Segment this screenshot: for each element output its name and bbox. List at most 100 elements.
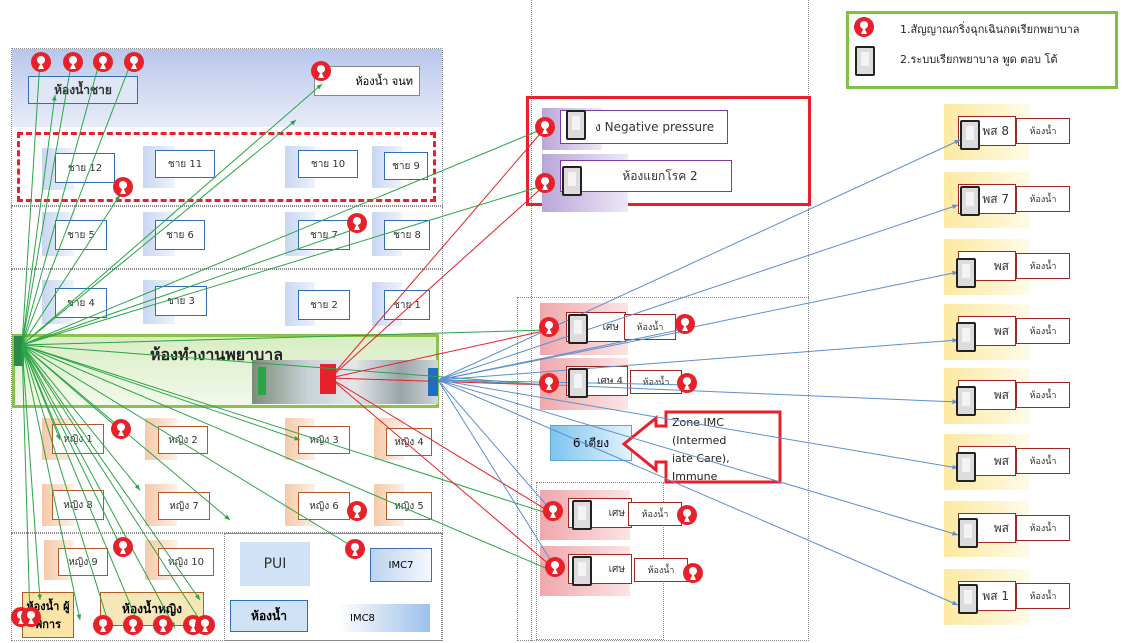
- wire: [21, 59, 101, 346]
- wire: [437, 379, 959, 536]
- emergency-call-bell-icon[interactable]: [538, 372, 560, 396]
- intercom-panel-icon[interactable]: [960, 186, 980, 216]
- imc7-room[interactable]: IMC7: [370, 548, 432, 582]
- wire: [21, 94, 56, 346]
- emergency-call-bell-icon[interactable]: [123, 51, 145, 75]
- patient-room-toilet[interactable]: ห้องน้ำ: [1016, 515, 1070, 541]
- bed-male-5[interactable]: ชาย 5: [55, 220, 107, 250]
- wire: [329, 377, 559, 573]
- bed-female-5[interactable]: หญิง 5: [386, 492, 432, 520]
- intercom-panel-icon[interactable]: [958, 518, 978, 548]
- emergency-call-bell-icon[interactable]: [20, 606, 42, 630]
- emergency-call-bell-icon[interactable]: [682, 562, 704, 586]
- pui-toilet[interactable]: ห้องน้ำ: [230, 600, 308, 632]
- emergency-call-bell-icon[interactable]: [62, 51, 84, 75]
- intercom-panel-icon[interactable]: [566, 110, 586, 140]
- bed-male-6[interactable]: ชาย 6: [155, 220, 205, 250]
- emergency-call-bell-icon[interactable]: [676, 504, 698, 528]
- emergency-call-bell-icon[interactable]: [534, 172, 556, 196]
- pui-room[interactable]: PUI: [240, 542, 310, 586]
- intercom-panel-icon[interactable]: [956, 258, 976, 288]
- wire-arrowhead: [51, 95, 57, 101]
- male-toilet[interactable]: ห้องน้ำชาย: [28, 76, 138, 104]
- wire: [437, 339, 959, 381]
- bed-female-9[interactable]: หญิง 9: [58, 548, 108, 576]
- emergency-call-bell-icon[interactable]: [30, 51, 52, 75]
- patient-room-toilet[interactable]: ห้องน้ำ: [1016, 318, 1070, 344]
- special-room-a-toilet[interactable]: ห้องน้ำ: [628, 502, 682, 526]
- wire-arrowhead: [224, 514, 230, 520]
- patient-room-toilet[interactable]: ห้องน้ำ: [1016, 253, 1070, 279]
- bed-female-8[interactable]: หญิง 8: [52, 490, 104, 520]
- bed-male-12[interactable]: ชาย 12: [55, 153, 115, 183]
- imc8-room[interactable]: IMC8: [338, 604, 430, 632]
- emergency-call-bell-icon[interactable]: [676, 372, 698, 396]
- isolation-room-2[interactable]: ห้องแยกโรค 2: [560, 160, 732, 192]
- wire: [21, 344, 141, 629]
- bed-male-1[interactable]: ชาย 1: [384, 290, 430, 320]
- six-beds-zone[interactable]: 6 เตียง: [550, 425, 632, 461]
- intercom-panel-icon[interactable]: [568, 368, 588, 398]
- wire: [21, 59, 133, 346]
- wire: [21, 344, 121, 546]
- intercom-panel-icon[interactable]: [956, 322, 976, 352]
- bed-male-8[interactable]: ชาย 8: [384, 220, 430, 250]
- emergency-call-bell-icon[interactable]: [853, 16, 875, 40]
- male-isolation-zone: [17, 132, 436, 202]
- wire-arrowhead: [952, 531, 958, 536]
- wire: [329, 377, 556, 516]
- emergency-call-bell-icon[interactable]: [92, 614, 114, 638]
- intercom-panel-icon[interactable]: [956, 386, 976, 416]
- bed-female-7[interactable]: หญิง 7: [158, 492, 210, 520]
- emergency-call-bell-icon[interactable]: [534, 116, 556, 140]
- intercom-panel-icon[interactable]: [958, 584, 978, 614]
- intercom-panel-icon[interactable]: [960, 120, 980, 150]
- bed-male-10[interactable]: ชาย 10: [298, 150, 358, 178]
- emergency-call-bell-icon[interactable]: [344, 538, 366, 562]
- emergency-call-bell-icon[interactable]: [544, 556, 566, 580]
- male-zone-divider: [11, 205, 443, 207]
- patient-room-toilet[interactable]: ห้องน้ำ: [1016, 382, 1070, 408]
- emergency-call-bell-icon[interactable]: [542, 500, 564, 524]
- emergency-call-bell-icon[interactable]: [92, 51, 114, 75]
- bed-female-2[interactable]: หญิง 2: [158, 426, 208, 454]
- wire: [21, 184, 546, 346]
- emergency-call-bell-icon[interactable]: [346, 212, 368, 236]
- wire-arrowhead: [952, 399, 958, 405]
- emergency-call-bell-icon[interactable]: [674, 313, 696, 337]
- bed-male-7[interactable]: ชาย 7: [298, 220, 350, 250]
- patient-room-toilet[interactable]: ห้องน้ำ: [1016, 186, 1070, 212]
- intercom-panel-icon[interactable]: [568, 314, 588, 344]
- panel-red: [320, 364, 336, 394]
- patient-room-toilet[interactable]: ห้องน้ำ: [1016, 448, 1070, 474]
- intercom-panel-icon[interactable]: [572, 556, 592, 586]
- legend: [846, 11, 1118, 89]
- intercom-panel-icon[interactable]: [855, 46, 875, 76]
- wire-arrowhead: [952, 204, 958, 209]
- intercom-panel-icon[interactable]: [572, 500, 592, 530]
- emergency-call-bell-icon[interactable]: [122, 614, 144, 638]
- patient-room-toilet[interactable]: ห้องน้ำ: [1016, 118, 1070, 144]
- bed-male-9[interactable]: ชาย 9: [384, 152, 428, 180]
- patient-room-toilet[interactable]: ห้องน้ำ: [1016, 583, 1070, 609]
- emergency-call-bell-icon[interactable]: [538, 316, 560, 340]
- emergency-call-bell-icon[interactable]: [112, 176, 134, 200]
- emergency-call-bell-icon[interactable]: [152, 614, 174, 638]
- emergency-call-bell-icon[interactable]: [112, 536, 134, 560]
- negative-pressure-room[interactable]: ง Negative pressure: [560, 110, 728, 144]
- wire: [437, 379, 959, 606]
- emergency-call-bell-icon[interactable]: [346, 500, 368, 524]
- wire: [21, 127, 546, 346]
- wire: [437, 271, 959, 381]
- emergency-call-bell-icon[interactable]: [194, 614, 216, 638]
- bed-male-11[interactable]: ชาย 11: [155, 150, 215, 178]
- intercom-panel-icon[interactable]: [562, 166, 582, 196]
- wire: [21, 344, 554, 516]
- wire: [21, 329, 549, 346]
- bed-male-2[interactable]: ชาย 2: [298, 290, 350, 320]
- emergency-call-bell-icon[interactable]: [110, 418, 132, 442]
- emergency-call-bell-icon[interactable]: [310, 60, 332, 84]
- intercom-panel-icon[interactable]: [956, 452, 976, 482]
- wire: [21, 344, 81, 621]
- staff-toilet[interactable]: ห้องน้ำ จนท: [314, 66, 420, 96]
